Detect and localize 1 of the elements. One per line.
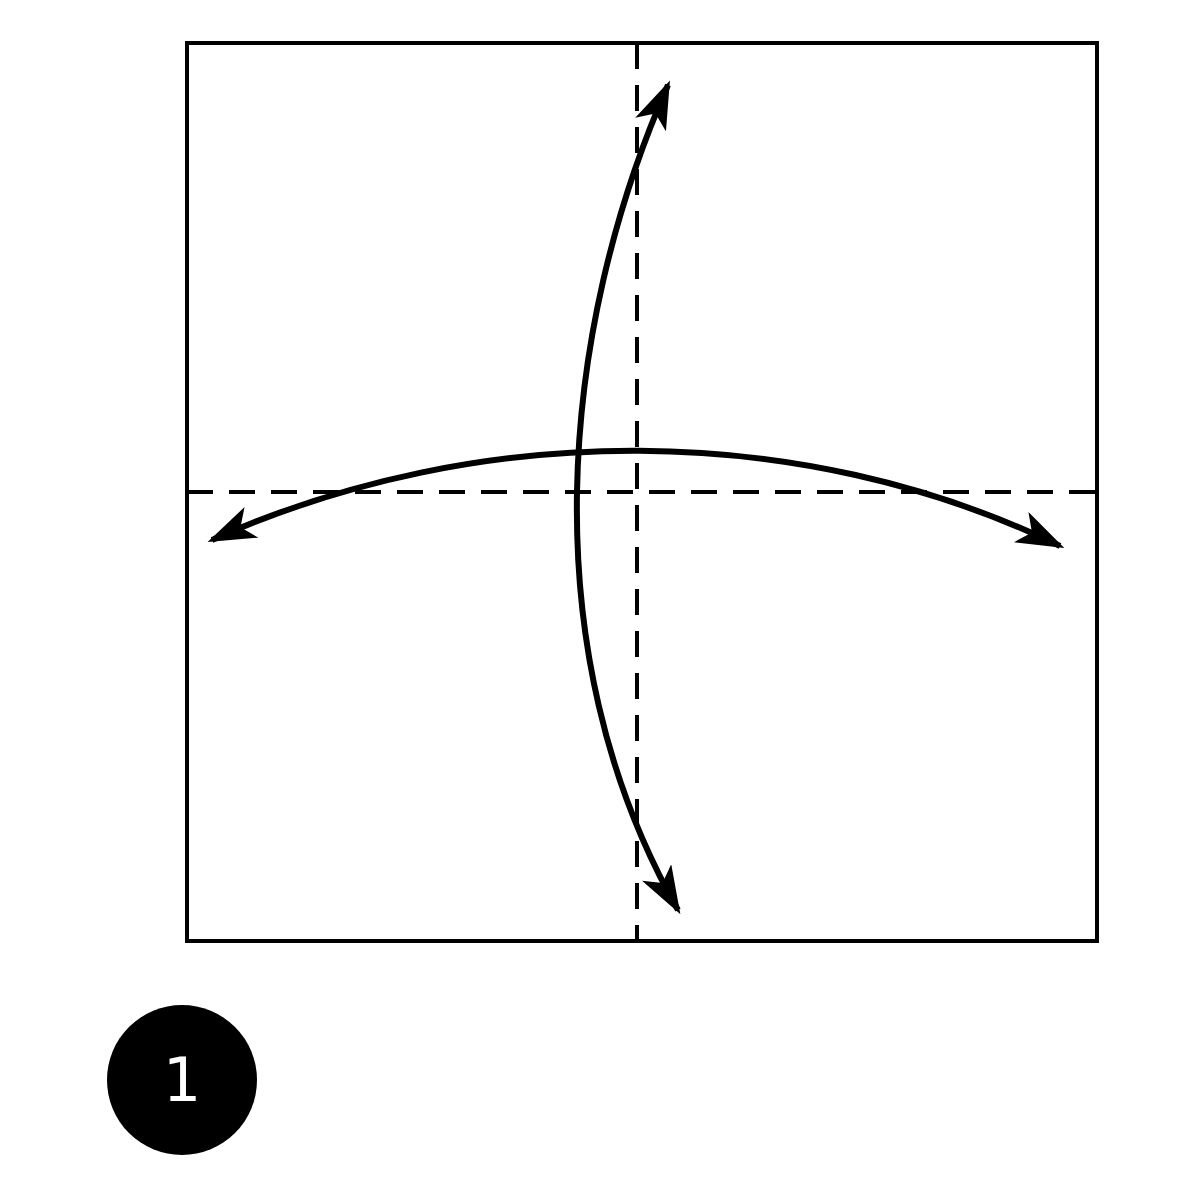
- step-number: 1: [107, 1005, 257, 1155]
